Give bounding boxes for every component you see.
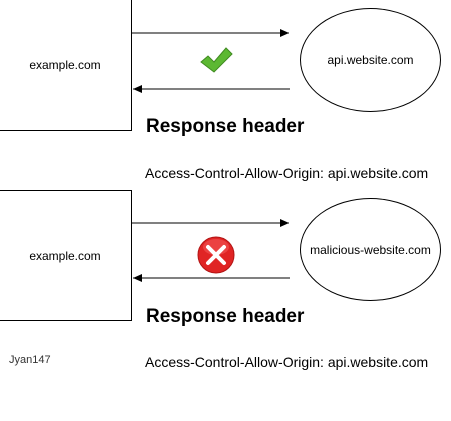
- response-header-1: Access-Control-Allow-Origin: api.website…: [145, 165, 429, 181]
- client-label-1: example.com: [29, 57, 101, 72]
- author-credit: Jyan147: [9, 354, 51, 366]
- client-box-1: example.com: [0, 0, 132, 131]
- server-ellipse-2: malicious-website.com: [300, 198, 441, 301]
- response-title-1: Response header: [146, 116, 305, 137]
- check-icon: [200, 47, 233, 73]
- client-box-2: example.com: [0, 190, 132, 321]
- response-header-2: Access-Control-Allow-Origin: api.website…: [145, 354, 429, 370]
- server-label-2: malicious-website.com: [310, 242, 431, 257]
- response-title-2: Response header: [146, 306, 305, 327]
- server-ellipse-1: api.website.com: [300, 8, 441, 112]
- x-circle-icon: [197, 236, 235, 274]
- server-label-1: api.website.com: [327, 53, 414, 67]
- client-label-2: example.com: [29, 248, 101, 263]
